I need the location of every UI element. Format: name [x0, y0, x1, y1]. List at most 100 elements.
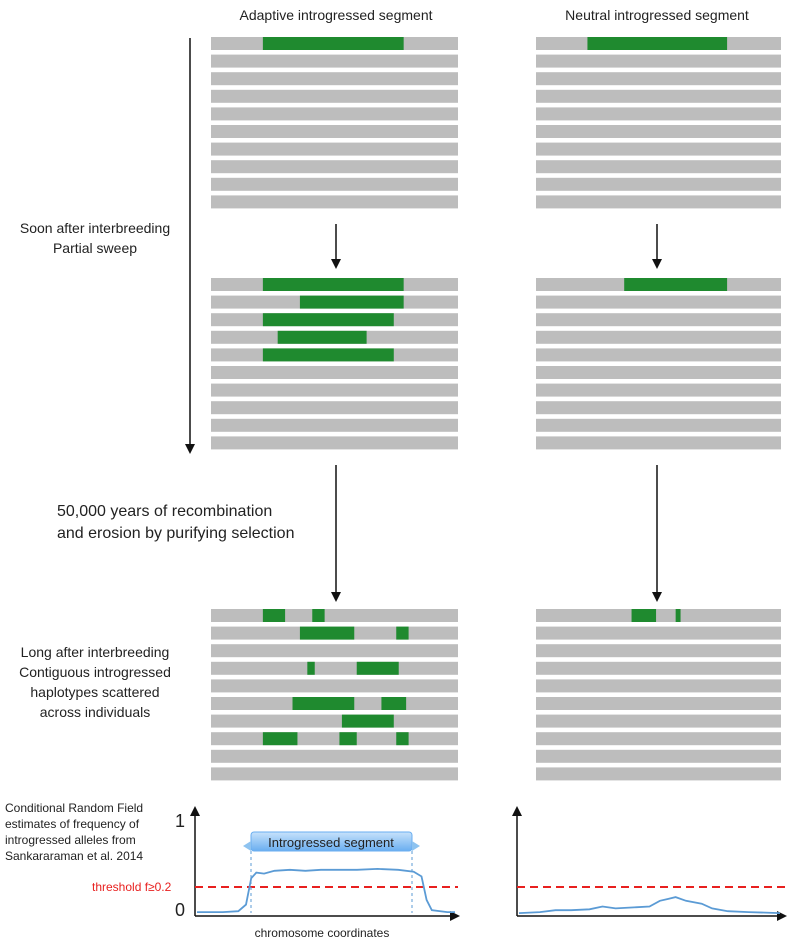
haplotype-row	[536, 767, 781, 781]
adaptive-early-haplotypes	[211, 37, 458, 209]
haplotype-row	[536, 54, 781, 68]
adaptive-frequency-plot: 1 0 chromosome coordinates threshold f≥0…	[92, 806, 460, 940]
introgressed-block	[262, 609, 286, 622]
introgressed-block	[381, 697, 407, 710]
haplotype-row	[211, 195, 458, 209]
adaptive-header: Adaptive introgressed segment	[240, 7, 433, 23]
crf-label-4: Sankararaman et al. 2014	[5, 849, 143, 863]
soon-label-2: Partial sweep	[53, 240, 137, 256]
introgressed-block	[312, 609, 325, 622]
haplotype-row	[536, 72, 781, 86]
haplotype-row	[211, 714, 458, 728]
haplotype-row	[536, 195, 781, 209]
introgressed-block	[631, 609, 657, 622]
threshold-label: threshold f≥0.2	[92, 880, 172, 894]
soon-label-1: Soon after interbreeding	[20, 220, 170, 236]
haplotype-row	[211, 749, 458, 763]
haplotype-row	[536, 348, 781, 362]
haplotype-row	[536, 418, 781, 432]
haplotype-row	[211, 89, 458, 103]
haplotype-row	[211, 418, 458, 432]
haplotype-row	[211, 177, 458, 191]
haplotype-row	[536, 295, 781, 309]
haplotype-row	[211, 609, 458, 622]
neutral-mid-haplotypes	[536, 278, 781, 450]
haplotype-row	[211, 72, 458, 86]
recomb-label-1: 50,000 years of recombination	[57, 503, 272, 520]
haplotype-row	[536, 609, 781, 622]
introgressed-block	[262, 278, 404, 291]
haplotype-row	[536, 714, 781, 728]
haplotype-row	[211, 142, 458, 156]
introgressed-block	[587, 37, 728, 50]
haplotype-row	[536, 732, 781, 746]
haplotype-row	[536, 125, 781, 138]
haplotype-row	[536, 679, 781, 693]
haplotype-row	[536, 160, 781, 174]
haplotype-row	[211, 125, 458, 138]
haplotype-row	[211, 644, 458, 658]
adaptive-late-haplotypes	[211, 609, 458, 781]
haplotype-row	[211, 767, 458, 781]
neutral-frequency-plot	[512, 806, 787, 921]
crf-label-3: introgressed alleles from	[5, 833, 136, 847]
haplotype-row	[211, 366, 458, 379]
haplotype-row	[211, 661, 458, 675]
haplotype-row	[536, 661, 781, 675]
neutral-early-haplotypes	[536, 37, 781, 209]
haplotype-row	[211, 383, 458, 397]
long-label-2: Contiguous introgressed	[19, 664, 171, 680]
haplotype-row	[536, 697, 781, 710]
haplotype-row	[536, 313, 781, 327]
haplotype-row	[536, 89, 781, 103]
crf-label-1: Conditional Random Field	[5, 801, 143, 815]
recomb-label-2: and erosion by purifying selection	[57, 525, 294, 542]
introgressed-block	[675, 609, 681, 622]
segment-label: Introgressed segment	[268, 835, 394, 850]
haplotype-row	[536, 749, 781, 763]
neutral-frequency-curve	[518, 896, 781, 914]
haplotype-row	[536, 383, 781, 397]
introgressed-block	[262, 348, 394, 362]
long-label-3: haplotypes scattered	[30, 684, 159, 700]
haplotype-row	[536, 330, 781, 344]
haplotype-row	[211, 679, 458, 693]
neutral-header: Neutral introgressed segment	[565, 7, 749, 23]
haplotype-row	[211, 160, 458, 174]
crf-label-2: estimates of frequency of	[5, 817, 140, 831]
segment-left-tip	[243, 841, 251, 851]
introgressed-block	[396, 732, 409, 746]
axis-one-label: 1	[175, 811, 185, 831]
haplotype-row	[536, 644, 781, 658]
introgressed-block	[356, 661, 399, 675]
introgressed-block	[299, 626, 355, 640]
haplotype-row	[536, 436, 781, 450]
introgressed-block	[307, 661, 315, 675]
adaptive-mid-haplotypes	[211, 278, 458, 450]
haplotype-row	[211, 54, 458, 68]
haplotype-row	[536, 366, 781, 379]
haplotype-row	[536, 626, 781, 640]
axis-zero-label: 0	[175, 900, 185, 920]
introgressed-block	[262, 313, 394, 327]
introgressed-block	[277, 330, 367, 344]
introgressed-block	[292, 697, 355, 710]
introgressed-block	[341, 714, 394, 728]
haplotype-row	[211, 436, 458, 450]
adaptive-frequency-curve	[197, 867, 455, 913]
introgressed-block	[262, 37, 404, 50]
long-label-1: Long after interbreeding	[21, 644, 170, 660]
long-label-4: across individuals	[40, 704, 151, 720]
introgressed-block	[624, 278, 728, 291]
neutral-late-haplotypes	[536, 609, 781, 781]
introgressed-block	[396, 626, 409, 640]
haplotype-row	[536, 401, 781, 415]
segment-right-tip	[412, 841, 420, 851]
introgressed-block	[299, 295, 404, 309]
haplotype-row	[536, 107, 781, 121]
haplotype-row	[211, 401, 458, 415]
introgressed-block	[339, 732, 357, 746]
haplotype-row	[536, 177, 781, 191]
x-axis-label: chromosome coordinates	[255, 926, 390, 940]
